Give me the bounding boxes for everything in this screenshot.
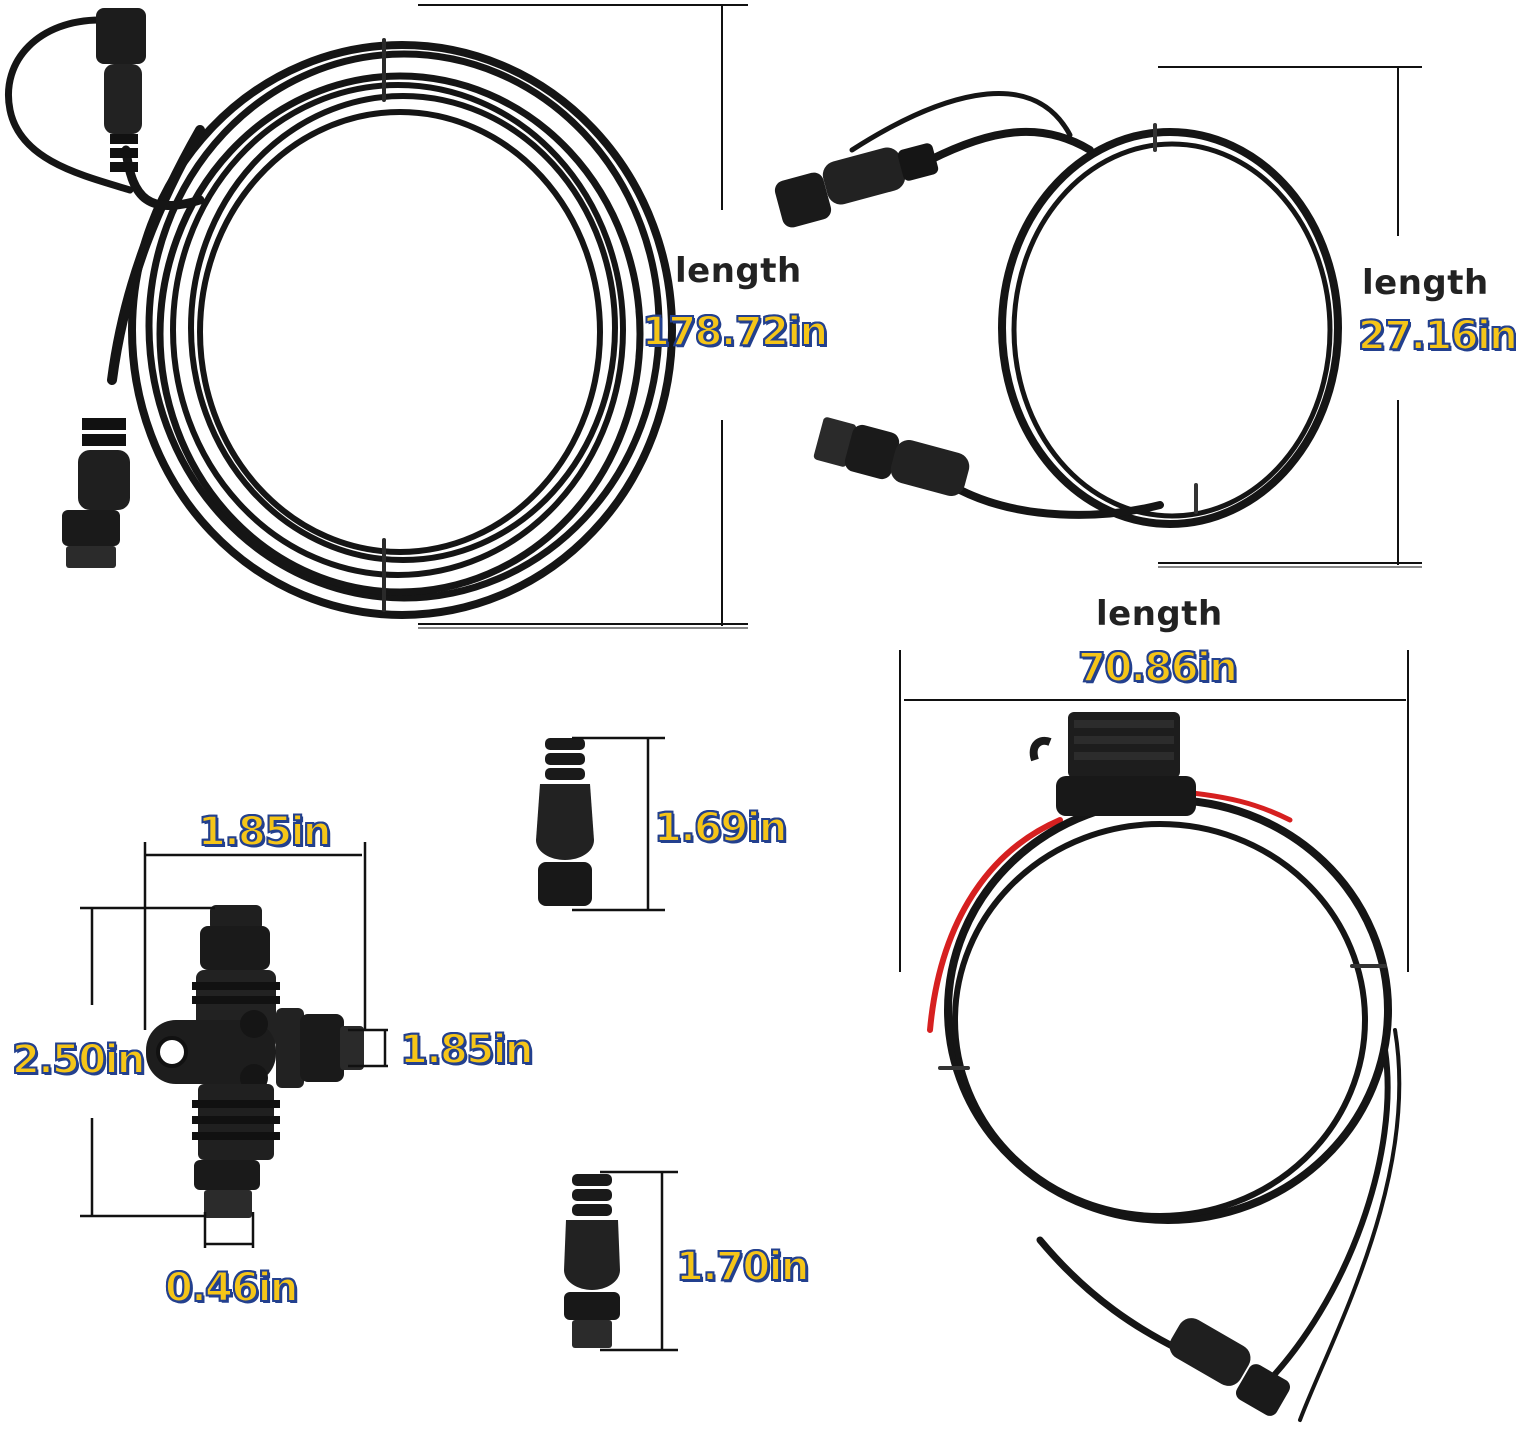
power-cable-coil-icon xyxy=(927,787,1402,1422)
tee-connector-icon xyxy=(146,905,364,1218)
tee-thread-value: 0.46in xyxy=(164,1265,299,1311)
female-terminator-dimension-lines xyxy=(572,736,665,912)
backbone-length-word: length xyxy=(675,251,802,291)
male-terminator-dimension-lines xyxy=(600,1170,678,1352)
fuse-holder-icon xyxy=(1029,712,1196,816)
male-terminator-length-value: 1.70in xyxy=(675,1244,810,1290)
backbone-dimension-lines xyxy=(418,4,748,629)
power-length-value: 70.86in xyxy=(1077,645,1239,691)
power-dimension-lines xyxy=(899,650,1409,972)
female-terminator-length-value: 1.69in xyxy=(653,805,788,851)
tee-height-value: 2.50in xyxy=(11,1037,146,1083)
female-terminator-icon xyxy=(536,738,594,906)
backbone-top-connector-icon xyxy=(96,8,146,172)
backbone-length-value: 178.72in xyxy=(641,309,829,355)
drop-length-word: length xyxy=(1362,263,1489,303)
backbone-bottom-connector-icon xyxy=(62,418,130,568)
drop-length-value: 27.16in xyxy=(1357,313,1516,359)
tee-dimension-lines xyxy=(80,842,388,1248)
drop-cable-coil-icon xyxy=(849,91,1342,528)
male-terminator-icon xyxy=(564,1174,620,1348)
tee-width-value: 1.85in xyxy=(197,809,332,855)
power-cable-connector-icon xyxy=(1169,1318,1290,1416)
drop-cable-female-connector-icon xyxy=(774,143,939,228)
tee-side-value: 1.85in xyxy=(399,1027,534,1073)
drop-cable-male-connector-icon xyxy=(813,417,970,496)
drop-dimension-lines xyxy=(1158,66,1422,568)
power-length-word: length xyxy=(1096,594,1223,634)
